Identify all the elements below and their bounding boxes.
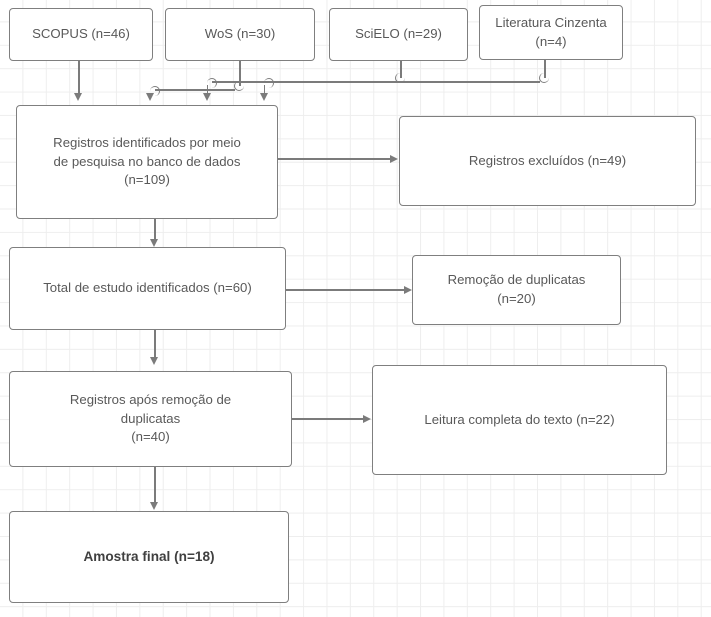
arrowhead-leitura [363,414,371,423]
arrowhead-scopus [74,93,82,101]
arrowhead-total-estudos [150,239,158,247]
node-source-literatura-cinzenta[interactable]: Literatura Cinzenta (n=4) [479,5,623,60]
arrowhead-apos-remocao [150,357,158,365]
edge-scielo-drop [206,85,209,95]
edge-total-to-duplicatas [286,289,405,291]
edge-wos-horizontal [155,89,235,91]
edge-wos-down [239,61,241,86]
arrowhead-excluidos [390,154,398,163]
edge-scopus-down [78,61,80,94]
edge-identificados-to-excluidos [278,158,390,160]
edge-identificados-to-total [154,219,156,241]
edge-cinzenta-elbow-left [539,73,549,83]
edge-apos-remocao-to-leitura [292,418,364,420]
node-registros-excluidos[interactable]: Registros excluídos (n=49) [399,116,696,206]
arrowhead-cinzenta [259,93,268,101]
edge-cinzenta-elbow-down [264,78,274,88]
node-amostra-final[interactable]: Amostra final (n=18) [9,511,289,603]
edge-total-to-apos-remocao [154,330,156,358]
arrowhead-duplicatas [404,285,412,294]
arrowhead-wos [145,93,154,101]
edge-apos-remocao-to-amostra [154,467,156,503]
node-source-scielo[interactable]: SciELO (n=29) [329,8,468,61]
arrowhead-amostra-final [150,502,158,510]
node-leitura-completa[interactable]: Leitura completa do texto (n=22) [372,365,667,475]
edge-scielo-down [400,61,402,78]
node-registros-identificados[interactable]: Registros identificados por meio de pesq… [16,105,278,219]
edge-wos-elbow-down [150,86,160,96]
edge-scielo-elbow-down [207,78,217,88]
node-registros-apos-remocao[interactable]: Registros após remoção de duplicatas (n=… [9,371,292,467]
node-source-scopus[interactable]: SCOPUS (n=46) [9,8,153,61]
arrowhead-scielo [202,93,211,101]
edge-cinzenta-horizontal [269,81,540,83]
node-remocao-duplicatas[interactable]: Remoção de duplicatas (n=20) [412,255,621,325]
node-total-estudos[interactable]: Total de estudo identificados (n=60) [9,247,286,330]
edge-wos-elbow-left [234,81,244,91]
edge-cinzenta-down [544,60,546,78]
edge-cinzenta-drop [263,85,266,95]
node-source-wos[interactable]: WoS (n=30) [165,8,315,61]
